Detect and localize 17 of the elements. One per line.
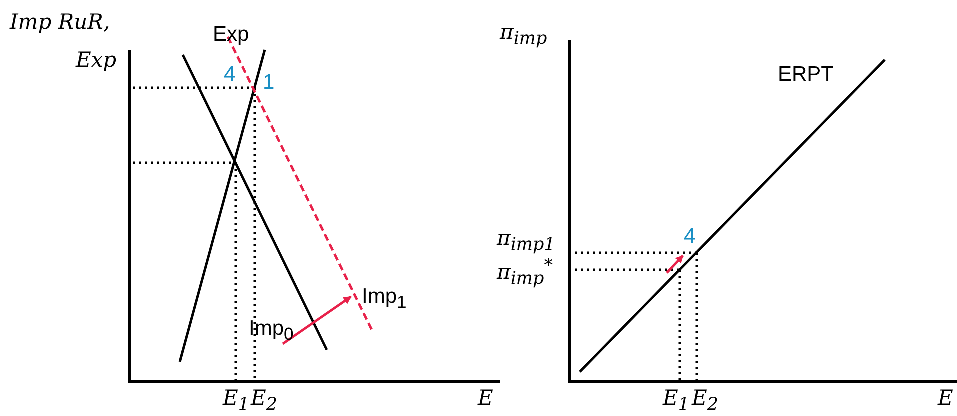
tick-label: E$_{2}$ <box>692 388 718 415</box>
tick-label: E$_{1}$ <box>223 388 250 415</box>
curve-label: Exp <box>213 24 250 45</box>
point-label: 4 <box>684 226 696 247</box>
curve-label: Imp$_{0}$ <box>249 318 294 344</box>
curve-label: Imp$_{1}$ <box>362 286 407 312</box>
tick-label: E$_{1}$ <box>663 388 690 415</box>
axis-label: Exp <box>76 50 117 71</box>
axis-label: π$_{imp}$ <box>500 22 548 49</box>
curve-label: ERPT <box>778 64 834 85</box>
point-label: 1 <box>263 72 275 93</box>
axis-label: E <box>938 388 954 409</box>
axis-label: Imp RuR, <box>10 12 110 33</box>
axis-label: π$_{imp1}$ <box>497 228 556 255</box>
axis-label: E <box>478 388 494 409</box>
point-label: 4 <box>224 64 236 85</box>
tick-label: E$_{2}$ <box>251 388 278 415</box>
